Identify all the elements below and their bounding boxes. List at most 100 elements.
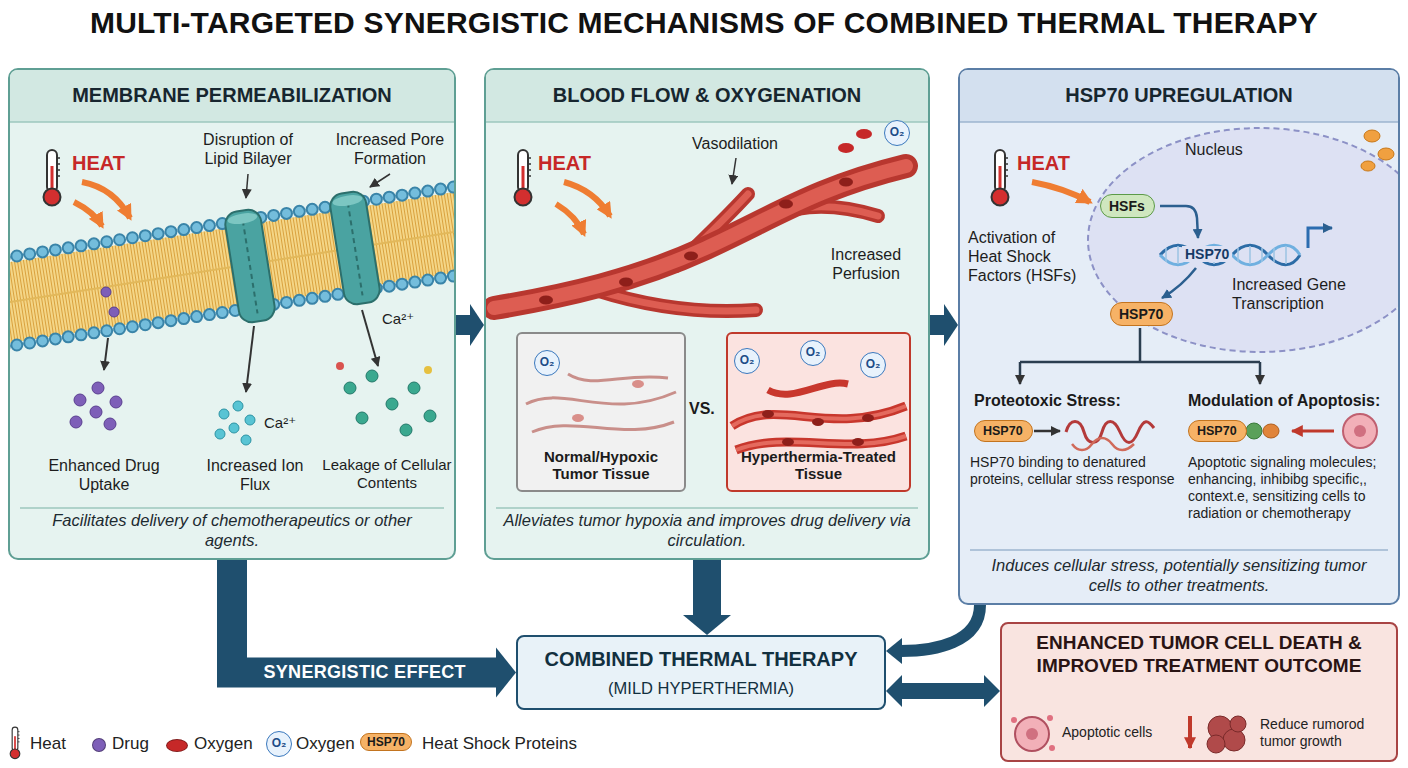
- panel-caption: Facilitates delivery of chemotherapeutic…: [24, 510, 440, 550]
- drawing-ellipse: [632, 380, 644, 388]
- panel-heading-slot: HSP70 UPREGULATION: [960, 84, 1398, 107]
- pill-label-slot: HSP70: [1119, 306, 1163, 322]
- drawing-line: [496, 507, 918, 509]
- part-label-slot: Increased Pore Formation: [328, 130, 452, 168]
- legend-text-slot: Heat: [30, 734, 66, 754]
- protein-pill: HSP70: [974, 420, 1033, 442]
- drawing-circle: [1223, 729, 1245, 751]
- drawing-ellipse: [838, 143, 854, 153]
- drawing-line: [348, 203, 363, 296]
- drawing-use: [44, 150, 61, 206]
- connector-arrow: [683, 560, 731, 635]
- tissue-label: Hyperthermia-Treated Tissue: [732, 448, 905, 483]
- drawing-ellipse: [1378, 148, 1394, 160]
- step-label: Activation of Heat Shock Factors (HSFs): [968, 228, 1082, 286]
- drawing-ellipse: [779, 200, 793, 209]
- drawing-ellipse: [862, 414, 874, 422]
- effect-label: Leakage of Cellular Contents: [322, 456, 452, 492]
- edge-label: SYNERGISTIC EFFECT: [258, 661, 472, 684]
- drawing-g: [223, 208, 276, 324]
- drawing-path: [74, 202, 102, 226]
- drawing-circle: [110, 396, 122, 408]
- drawing-circle: [386, 398, 398, 410]
- oxygen-badge-slot: O₂: [534, 350, 560, 376]
- pill-label: HSP70: [1197, 424, 1237, 438]
- drawing-ellipse: [852, 438, 864, 446]
- drawing-circle: [109, 307, 119, 317]
- icon-caption-slot: Apoptotic cells: [1062, 724, 1174, 741]
- therapy-box: COMBINED THERMAL THERAPY(MILD HYPERTHERM…: [516, 635, 886, 710]
- drawing-g: [328, 190, 381, 306]
- tissue-label-slot: Normal/Hypoxic Tumor Tissue: [522, 448, 680, 483]
- drawing-circle: [74, 394, 86, 406]
- drawing-ellipse: [572, 414, 584, 422]
- connector-arrow: [930, 304, 958, 346]
- diagram-title: MULTI-TARGETED SYNERGISTIC MECHANISMS OF…: [90, 6, 1318, 40]
- drawing-path: [1020, 328, 1260, 362]
- panel-heading-slot: MEMBRANE PERMEABILIZATION: [10, 84, 454, 107]
- mechanism-panel: HSP70 UPREGULATION Induces cellular stres…: [958, 68, 1400, 605]
- part-label: Vasodilation: [692, 134, 778, 153]
- drawing-path: [556, 204, 584, 234]
- drawing-path: [1034, 430, 1060, 433]
- drawing-ellipse: [1088, 128, 1398, 352]
- drawing-ellipse: [1361, 161, 1375, 171]
- drawing-circle: [233, 401, 243, 411]
- drawing-path: [1160, 245, 1300, 265]
- drawing-path: [1066, 422, 1154, 443]
- drawing-use: [10, 727, 20, 758]
- drawing-ellipse: [1364, 130, 1380, 142]
- legend-text-slot: Heat Shock Proteins: [422, 734, 577, 754]
- panel-caption-slot: Induces cellular stress, potentially sen…: [974, 555, 1384, 595]
- connector-arrow: [886, 675, 1000, 707]
- drawing-circle: [336, 362, 344, 370]
- legend-text: Oxygen: [296, 734, 355, 754]
- drawing-circle: [241, 435, 251, 445]
- oxygen-badge: O₂: [534, 350, 560, 376]
- panel-heading: BLOOD FLOW & OXYGENATION: [486, 84, 928, 107]
- drawing-use: [515, 150, 532, 206]
- versus-label: VS.: [689, 400, 715, 418]
- tissue-label: Normal/Hypoxic Tumor Tissue: [522, 448, 680, 483]
- drawing-path: [768, 383, 848, 394]
- drawing-path: [1019, 362, 1022, 384]
- effect-label-slot: Leakage of Cellular Contents: [322, 456, 452, 492]
- drawing-circle: [101, 287, 111, 297]
- drawing-circle: [1015, 717, 1049, 751]
- drawing-path: [1308, 228, 1332, 248]
- drawing-circle: [245, 415, 255, 425]
- drawing-circle: [1026, 728, 1038, 740]
- icon-caption: Reduce rumorod tumor growth: [1260, 716, 1392, 750]
- drawing-circle: [229, 423, 239, 433]
- arrow-head: [496, 648, 516, 698]
- connector-line: [232, 560, 497, 673]
- drawing-circle: [219, 409, 229, 419]
- connector-line: [930, 315, 945, 335]
- arrow-head: [683, 615, 731, 635]
- heat-label-slot: HEAT: [72, 152, 125, 175]
- drawing-path: [1292, 430, 1334, 433]
- oxygen-badge-slot: O₂: [734, 348, 760, 374]
- effect-label: Increased Perfusion: [804, 245, 928, 283]
- box-heading: COMBINED THERMAL THERAPY: [518, 648, 884, 671]
- effect-label-slot: Increased Perfusion: [804, 245, 928, 283]
- drawing-path: [362, 310, 378, 366]
- section-text: Apoptotic signaling molecules; enhancing…: [1188, 454, 1392, 522]
- drawing-use: [992, 150, 1009, 206]
- drawing-ellipse: [856, 129, 872, 139]
- gene-label-slot: HSP70: [1182, 246, 1232, 262]
- part-label-slot: Nucleus: [1185, 140, 1243, 159]
- drawing-path: [494, 166, 906, 308]
- connector-arrow: [886, 605, 980, 664]
- drawing-circle: [104, 418, 116, 430]
- section-heading-slot: Modulation of Apoptosis:: [1188, 392, 1380, 410]
- box-heading-slot: ENHANCED TUMOR CELL DEATH & IMPROVED TRE…: [1008, 632, 1390, 678]
- drawing-circle: [1049, 745, 1055, 751]
- drawing-circle: [215, 429, 225, 439]
- legend-text: Oxygen: [194, 734, 253, 754]
- drawing-ellipse: [539, 296, 553, 305]
- outcome-box: ENHANCED TUMOR CELL DEATH & IMPROVED TRE…: [1000, 622, 1398, 762]
- part-label: Disruption of Lipid Bilayer: [188, 130, 308, 168]
- box-heading: ENHANCED TUMOR CELL DEATH & IMPROVED TRE…: [1008, 632, 1390, 678]
- effect-label: Enhanced Drug Uptake: [42, 456, 166, 494]
